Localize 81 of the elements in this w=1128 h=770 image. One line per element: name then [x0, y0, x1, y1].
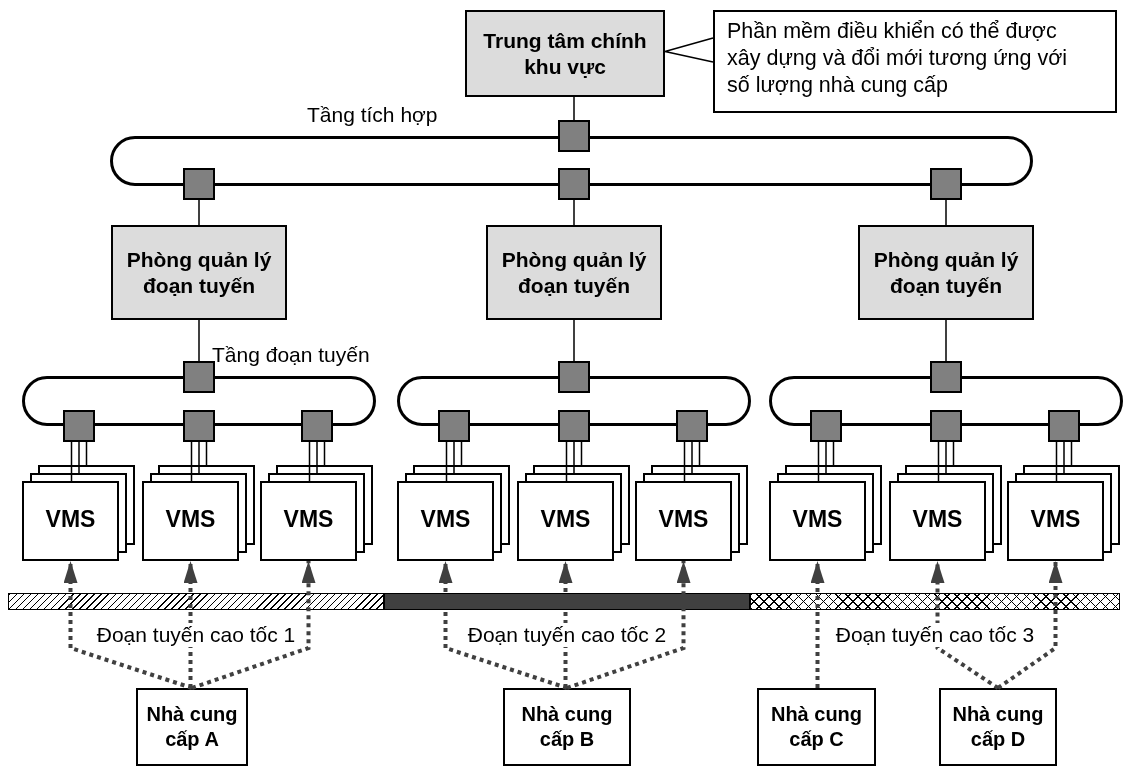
connector-line	[945, 319, 947, 362]
vms-sign-stack	[889, 465, 1002, 561]
road-segment-label: Đoạn tuyến cao tốc 1	[94, 623, 298, 647]
dotted-arrow	[438, 561, 568, 690]
connector-line	[573, 96, 575, 121]
network-port	[558, 120, 590, 152]
vms-label: VMS	[419, 506, 472, 533]
vms-label: VMS	[657, 506, 710, 533]
network-port	[558, 361, 590, 393]
connector-line	[190, 441, 208, 482]
vms-sign-stack	[1007, 465, 1120, 561]
network-port	[930, 168, 962, 200]
office-box	[111, 225, 287, 320]
office-label: Phòng quản lý đoạn tuyến	[500, 247, 648, 298]
provider-box	[503, 688, 631, 766]
dotted-arrow	[63, 561, 193, 690]
connector-line	[198, 199, 200, 226]
dotted-arrow	[566, 561, 691, 690]
provider-label: Nhà cung cấp A	[145, 702, 239, 752]
connector-line	[565, 441, 583, 482]
office-box	[858, 225, 1034, 320]
layer-label: Tầng tích hợp	[307, 103, 438, 127]
connector-line	[573, 319, 575, 362]
office-label: Trung tâm chính khu vực	[482, 28, 648, 79]
road-segment-label: Đoạn tuyến cao tốc 2	[465, 623, 669, 647]
dotted-arrow	[930, 561, 1000, 690]
dotted-arrow	[183, 561, 198, 688]
vms-sign-stack	[142, 465, 255, 561]
dotted-arrow	[191, 561, 316, 690]
provider-box	[136, 688, 248, 766]
connector-line	[573, 199, 575, 226]
network-port	[438, 410, 470, 442]
network-port	[930, 410, 962, 442]
network-port	[183, 168, 215, 200]
provider-box	[939, 688, 1057, 766]
vms-label: VMS	[44, 506, 97, 533]
vms-label: VMS	[539, 506, 592, 533]
network-port	[1048, 410, 1080, 442]
connector-line	[1055, 441, 1073, 482]
network-port	[183, 410, 215, 442]
dotted-arrow	[810, 561, 825, 688]
connector-line	[308, 441, 326, 482]
network-port	[676, 410, 708, 442]
vms-label: VMS	[282, 506, 335, 533]
network-port	[558, 168, 590, 200]
provider-label: Nhà cung cấp D	[951, 702, 1045, 752]
provider-label: Nhà cung cấp C	[769, 702, 864, 752]
vms-label: VMS	[164, 506, 217, 533]
network-port	[810, 410, 842, 442]
provider-box	[757, 688, 876, 766]
vms-sign-stack	[397, 465, 510, 561]
callout-text: Phần mềm điều khiển có thể được xây dựng và đổi mới tương ứng với số lượng nhà cung cấp	[727, 18, 1069, 99]
office-box	[486, 225, 662, 320]
connector-line	[945, 199, 947, 226]
dotted-arrow	[996, 561, 1063, 690]
network-port	[63, 410, 95, 442]
layer-label: Tầng đoạn tuyến	[212, 343, 370, 367]
office-label: Phòng quản lý đoạn tuyến	[872, 247, 1020, 298]
office-box	[465, 10, 665, 97]
office-label: Phòng quản lý đoạn tuyến	[125, 247, 273, 298]
vms-sign-stack	[22, 465, 135, 561]
network-port	[558, 410, 590, 442]
connector-line	[683, 441, 701, 482]
connector-line	[70, 441, 88, 482]
vms-sign-stack	[769, 465, 882, 561]
vms-sign-stack	[635, 465, 748, 561]
callout-box	[713, 10, 1117, 113]
vms-sign-stack	[260, 465, 373, 561]
road-segment-label: Đoạn tuyến cao tốc 3	[833, 623, 1037, 647]
connector-line	[198, 319, 200, 362]
connector-line	[817, 441, 835, 482]
vms-sign-stack	[517, 465, 630, 561]
connector-line	[445, 441, 463, 482]
network-port	[930, 361, 962, 393]
vms-label: VMS	[791, 506, 844, 533]
vms-label: VMS	[911, 506, 964, 533]
vms-label: VMS	[1029, 506, 1082, 533]
dotted-arrow	[558, 561, 573, 688]
network-port	[301, 410, 333, 442]
connector-line	[937, 441, 955, 482]
provider-label: Nhà cung cấp B	[520, 702, 614, 752]
